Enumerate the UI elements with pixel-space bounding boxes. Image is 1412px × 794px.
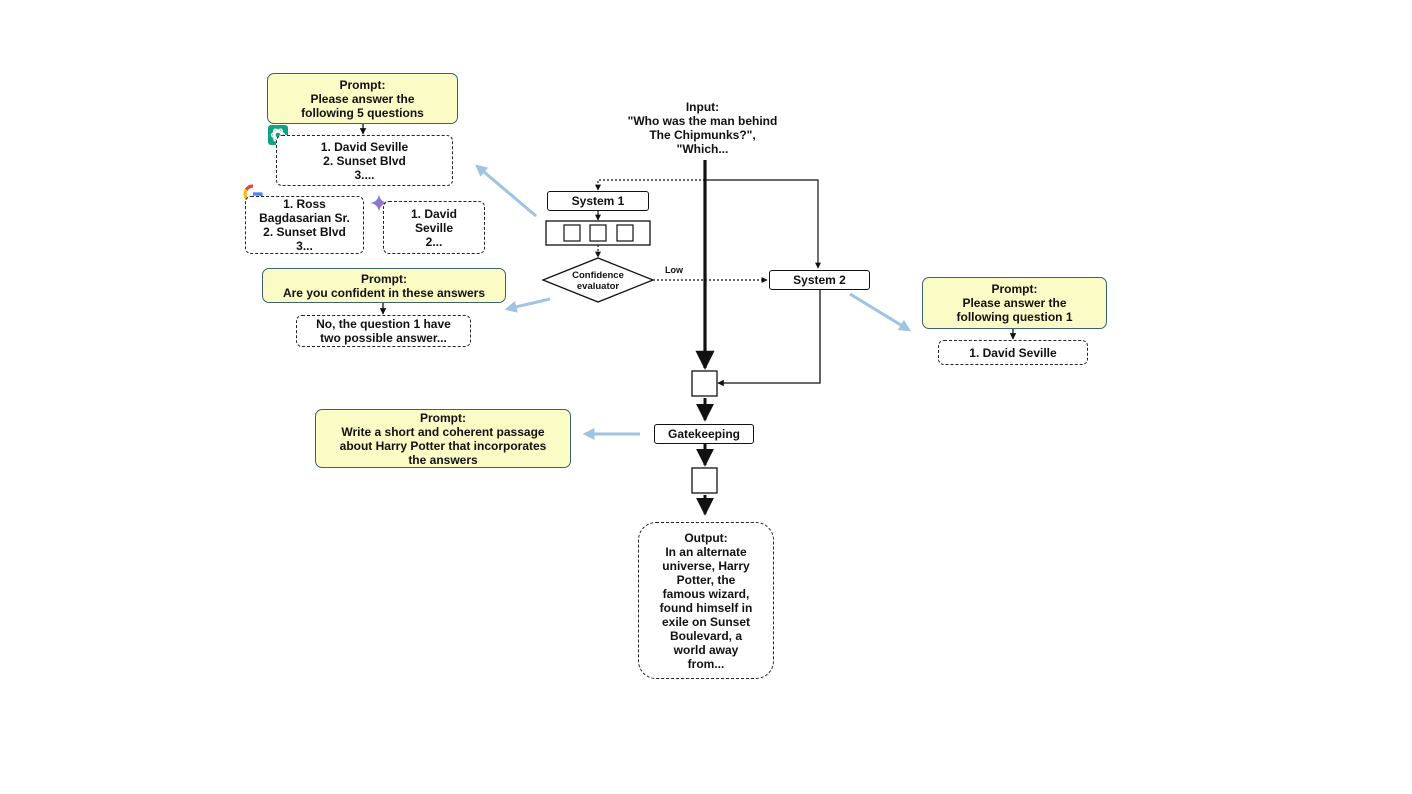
- pointer-arrow-system1: [475, 164, 537, 218]
- prompt-line: Are you confident in these answers: [282, 285, 486, 300]
- confidence-line: evaluator: [576, 281, 620, 292]
- answer-line: 3....: [354, 167, 375, 182]
- output-line: exile on Sunset: [661, 614, 751, 629]
- question-one-answer-box: 1. David Seville: [938, 340, 1088, 365]
- prompt-line: Prompt:: [991, 282, 1038, 296]
- pointer-arrow-evaluator: [504, 297, 551, 313]
- prompt-line: Prompt:: [420, 410, 466, 425]
- system1-node: System 1: [547, 191, 649, 211]
- token-square: [589, 224, 607, 242]
- gemini-answer-box: 1. David Seville 2...: [383, 201, 485, 254]
- chatgpt-answer-box: 1. David Seville 2. Sunset Blvd 3....: [276, 135, 453, 186]
- answer-line: 1. David: [410, 206, 458, 221]
- gatekeeping-label: Gatekeeping: [667, 427, 741, 441]
- confidence-line: Confidence: [572, 270, 624, 281]
- answer-line: 1. Ross: [283, 197, 326, 211]
- answer-line: No, the question 1 have: [316, 317, 451, 331]
- confidence-evaluator-text: Confidence evaluator: [558, 268, 638, 294]
- output-box: Output: In an alternate universe, Harry …: [638, 522, 774, 679]
- input-to-system1-dotted: [595, 179, 705, 191]
- merge-box: [691, 370, 718, 397]
- answer-line: Seville: [414, 220, 454, 235]
- system1-label: System 1: [571, 194, 625, 208]
- google-answer-box: 1. Ross Bagdasarian Sr. 2. Sunset Blvd 3…: [245, 196, 364, 254]
- input-line: The Chipmunks?",: [649, 128, 756, 142]
- prompt-line: Please answer the: [962, 296, 1067, 310]
- input-text: Input: "Who was the man behind The Chipm…: [600, 99, 805, 157]
- prompt-line: following 5 questions: [301, 105, 424, 120]
- prompt-line: Prompt:: [361, 271, 407, 286]
- output-line: universe, Harry: [662, 558, 750, 573]
- answer-line: 2...: [425, 234, 443, 249]
- prompt-line: following question 1: [956, 310, 1073, 324]
- post-gate-box: [691, 467, 718, 494]
- input-line: "Who was the man behind: [627, 114, 778, 128]
- system2-to-merge-line: [717, 290, 821, 387]
- answer-line: 3...: [296, 239, 313, 253]
- prompt-line: Please answer the: [310, 91, 415, 106]
- input-line: "Which...: [676, 142, 729, 156]
- input-line: Input:: [685, 100, 720, 114]
- system2-label: System 2: [793, 273, 846, 287]
- answer-line: two possible answer...: [320, 331, 447, 345]
- token-square: [616, 224, 634, 242]
- gatekeeping-node: Gatekeeping: [654, 424, 754, 444]
- output-line: found himself in: [659, 600, 753, 615]
- output-line: Potter, the: [676, 572, 736, 587]
- gemini-sparkle-icon: [369, 193, 389, 213]
- prompt-line: Prompt:: [339, 77, 386, 92]
- confidence-evaluator-diamond: [541, 257, 655, 303]
- token-square: [563, 224, 581, 242]
- answer-line: Bagdasarian Sr.: [259, 211, 350, 225]
- output-line: Boulevard, a: [669, 628, 743, 643]
- output-line: Output:: [684, 530, 728, 545]
- prompt-line: about Harry Potter that incorporates: [339, 438, 547, 453]
- output-line: famous wizard,: [662, 586, 750, 601]
- input-to-system2-line: [705, 179, 821, 269]
- confident-answer-box: No, the question 1 have two possible ans…: [296, 315, 471, 347]
- answer-line: 1. David Seville: [969, 345, 1057, 360]
- prompt-line: the answers: [408, 452, 478, 467]
- prompt-five-questions: Prompt: Please answer the following 5 qu…: [267, 73, 458, 124]
- prompt-line: Write a short and coherent passage: [341, 424, 545, 439]
- output-line: In an alternate: [665, 544, 747, 559]
- pointer-arrow-system2: [849, 292, 912, 332]
- output-line: from...: [687, 656, 725, 671]
- answer-line: 2. Sunset Blvd: [323, 153, 406, 168]
- prompt-passage: Prompt: Write a short and coherent passa…: [315, 409, 571, 468]
- system2-node: System 2: [769, 270, 870, 290]
- answer-line: 1. David Seville: [320, 139, 409, 154]
- output-line: world away: [673, 642, 739, 657]
- prompt-confident: Prompt: Are you confident in these answe…: [262, 268, 506, 303]
- answer-line: 2. Sunset Blvd: [263, 225, 346, 239]
- prompt-question-one: Prompt: Please answer the following ques…: [922, 277, 1107, 329]
- low-confidence-label: Low: [665, 265, 683, 275]
